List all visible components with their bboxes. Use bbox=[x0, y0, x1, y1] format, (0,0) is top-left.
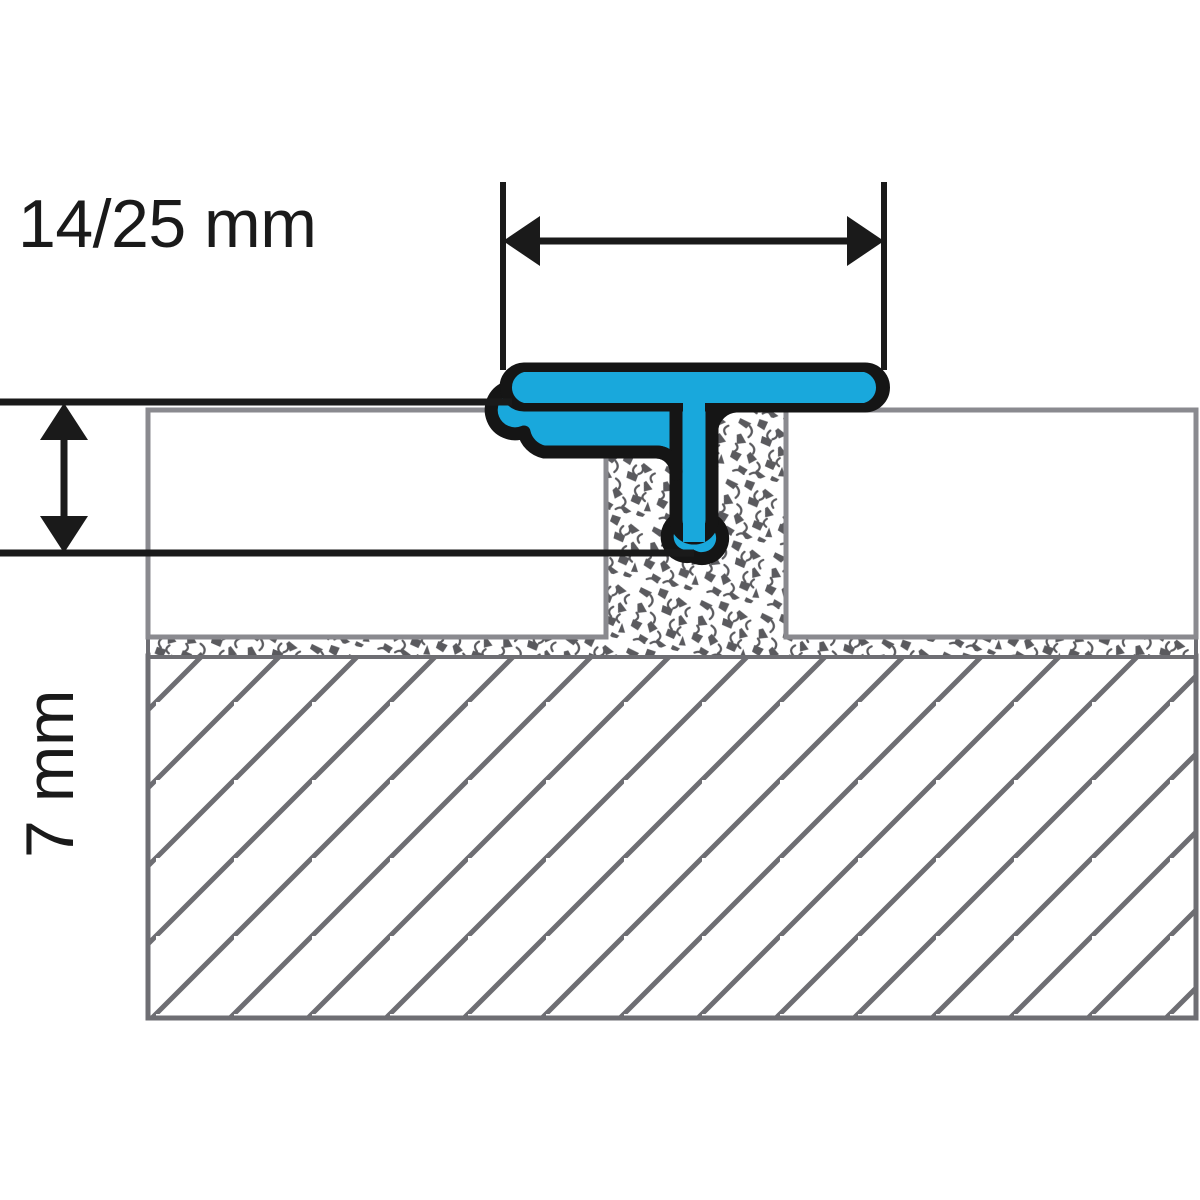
right-tile-body bbox=[783, 407, 1199, 640]
t-profile-stem-fill bbox=[683, 392, 705, 542]
t-profile-flange-fill bbox=[511, 372, 877, 403]
width-arrow-left bbox=[503, 216, 540, 266]
right-tile bbox=[783, 407, 1199, 640]
t-profile-shoulder-left bbox=[649, 445, 683, 481]
height-arrow-up bbox=[40, 403, 88, 440]
width-dimension-label: 14/25 mm bbox=[18, 186, 317, 262]
width-arrow-right bbox=[847, 216, 884, 266]
width-dimension bbox=[500, 182, 887, 370]
height-dimension-label: 7 mm bbox=[12, 690, 88, 858]
substrate-layer bbox=[145, 653, 1199, 1021]
height-arrow-down bbox=[40, 516, 88, 553]
t-profile bbox=[484, 362, 890, 566]
substrate-body bbox=[145, 653, 1199, 1021]
height-dimension bbox=[0, 398, 694, 557]
